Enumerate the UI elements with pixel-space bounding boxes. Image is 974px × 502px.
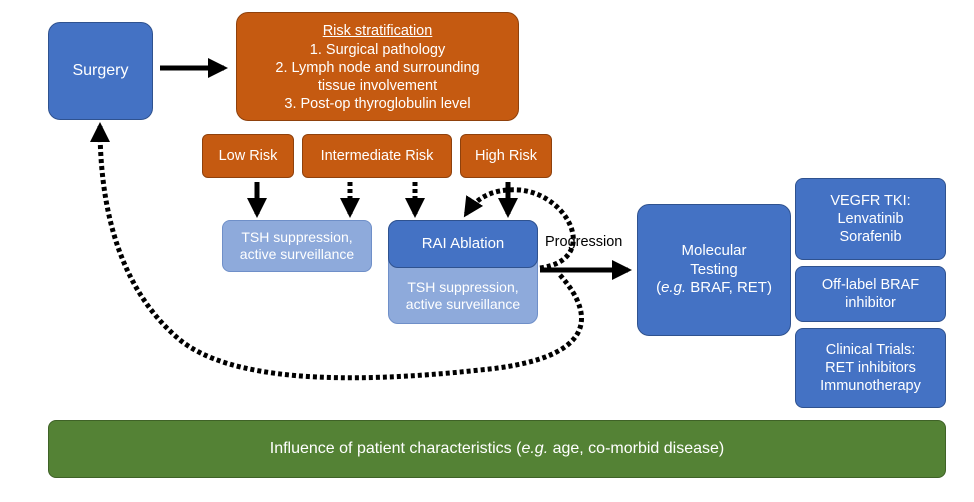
tsh-line-1: TSH suppression,: [241, 228, 353, 245]
risk-factor-list: 1. Surgical pathology 2. Lymph node and …: [275, 41, 479, 114]
vegfr-line-1: VEGFR TKI:: [830, 192, 911, 209]
vegfr-line-2: Lenvatinib: [837, 210, 904, 227]
risk-factor-item: 3. Post-op thyroglobulin level: [284, 96, 471, 113]
trials-line-3: Immunotherapy: [820, 378, 921, 395]
patient-prefix: Influence of patient characteristics (: [269, 440, 522, 457]
intermediate-risk-box: Intermediate Risk: [302, 134, 452, 178]
vegfr-tki-box: VEGFR TKI: Lenvatinib Sorafenib: [795, 178, 946, 260]
vegfr-line-3: Sorafenib: [839, 229, 902, 246]
patient-eg: e.g.: [521, 440, 549, 457]
molecular-line-1: Molecular: [681, 241, 747, 259]
risk-factor-item: 1. Surgical pathology: [309, 41, 446, 58]
high-risk-label: High Risk: [474, 147, 538, 164]
trials-line-2: RET inhibitors: [825, 359, 916, 376]
risk-factor-item: 2. Lymph node and surrounding: [275, 59, 480, 76]
rai-tsh-suppression-box: TSH suppression, active surveillance: [388, 270, 538, 322]
intermediate-risk-label: Intermediate Risk: [320, 147, 434, 164]
rai-ablation-label: RAI Ablation: [421, 234, 505, 252]
molecular-genes: BRAF, RET): [686, 279, 772, 297]
risk-factor-item: tissue involvement: [317, 78, 438, 95]
clinical-trials-box: Clinical Trials: RET inhibitors Immunoth…: [795, 328, 946, 408]
tsh-line-2: active surveillance: [239, 246, 355, 262]
risk-stratification-box: Risk stratification 1. Surgical patholog…: [236, 12, 519, 121]
molecular-testing-box: Molecular Testing (e.g. BRAF, RET): [637, 204, 791, 336]
patient-characteristics-bar: Influence of patient characteristics (e.…: [48, 420, 946, 478]
tsh-suppression-box: TSH suppression, active surveillance: [222, 220, 372, 272]
low-risk-box: Low Risk: [202, 134, 294, 178]
molecular-line-2: Testing: [690, 260, 738, 278]
rai-ablation-box: RAI Ablation: [388, 220, 538, 268]
braf-inhibitor-box: Off-label BRAF inhibitor: [795, 266, 946, 322]
low-risk-label: Low Risk: [218, 147, 278, 164]
return-to-surgery-arrow: [90, 122, 584, 381]
patient-characteristics-text: Influence of patient characteristics (e.…: [270, 439, 724, 459]
rai-tsh-line-2: active surveillance: [405, 296, 521, 312]
risk-stratification-title: Risk stratification: [322, 22, 433, 39]
rai-loop-arrow: [463, 187, 576, 271]
high-risk-box: High Risk: [460, 134, 552, 178]
trials-line-1: Clinical Trials:: [825, 341, 916, 358]
molecular-eg: e.g.: [661, 279, 687, 297]
rai-tsh-line-1: TSH suppression,: [407, 278, 519, 295]
braf-line-1: Off-label BRAF: [821, 276, 920, 293]
patient-suffix: age, co-morbid disease): [548, 440, 725, 457]
surgery-label: Surgery: [72, 62, 129, 79]
molecular-line-3: (e.g. BRAF, RET): [656, 279, 772, 297]
braf-line-2: inhibitor: [845, 295, 896, 311]
surgery-box: Surgery: [48, 22, 153, 120]
progression-label: Progression: [545, 234, 623, 250]
